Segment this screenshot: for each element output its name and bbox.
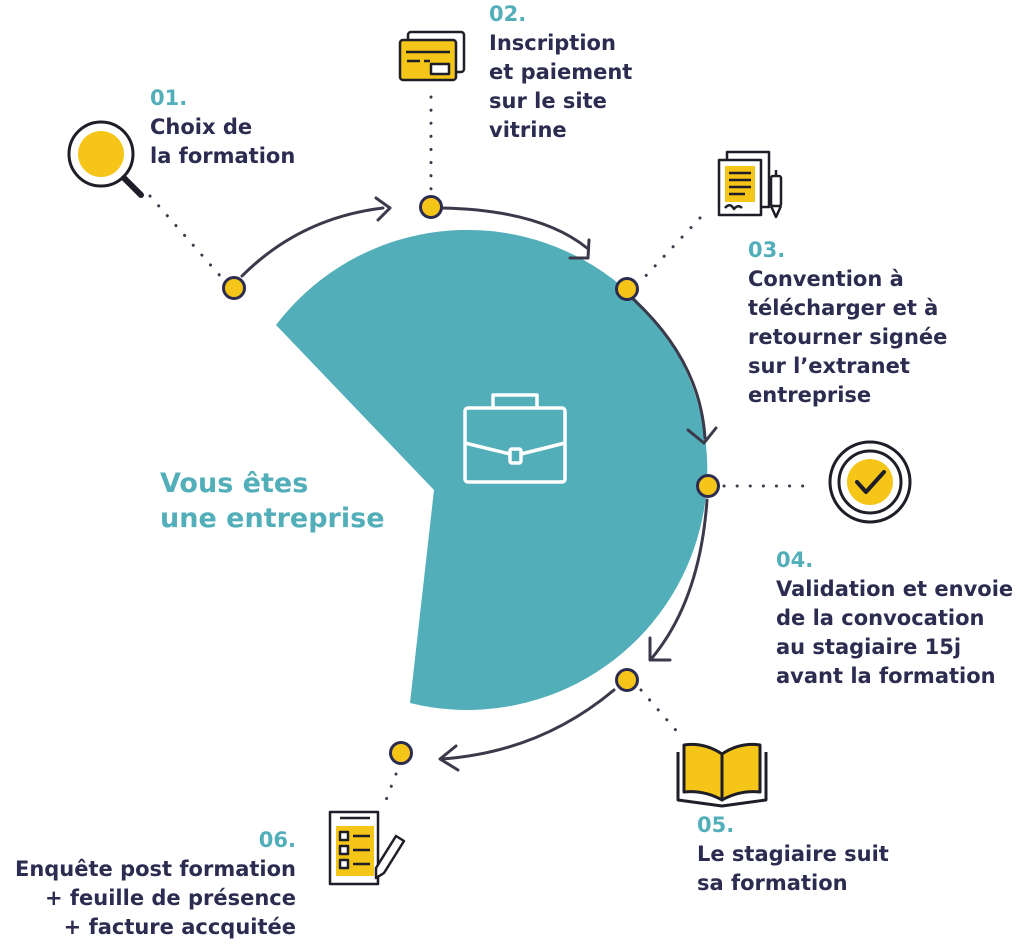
open-book-icon <box>676 742 768 808</box>
checklist-pen-icon <box>328 810 406 886</box>
magnifier-icon <box>67 120 144 198</box>
step-02-number: 02. <box>489 2 527 26</box>
step-03-number: 03. <box>748 238 786 262</box>
credit-card-icon <box>398 30 466 82</box>
node-05 <box>615 668 639 692</box>
check-badge-icon <box>828 440 912 524</box>
dotted-leaders <box>148 95 817 810</box>
node-01 <box>222 276 246 300</box>
step-06: 06. Enquête post formation + feuille de … <box>15 826 296 942</box>
step-04-label: Validation et envoie de la convocation a… <box>776 577 1014 688</box>
briefcase-icon <box>463 393 567 484</box>
step-04-number: 04. <box>776 548 814 572</box>
step-04: 04. Validation et envoie de la convocati… <box>776 546 1013 691</box>
step-01: 01. Choix de la formation <box>150 84 295 171</box>
step-02: 02. Inscription et paiement sur le site … <box>489 0 632 145</box>
step-05-label: Le stagiaire suit sa formation <box>697 842 889 895</box>
contract-pen-icon <box>717 150 783 219</box>
step-03-label: Convention à télécharger et à retourner … <box>748 267 948 407</box>
center-title: Vous êtes une entreprise <box>160 468 385 534</box>
node-02 <box>419 195 443 219</box>
step-03: 03. Convention à télécharger et à retour… <box>748 236 947 410</box>
node-03 <box>615 277 639 301</box>
step-05-number: 05. <box>697 813 735 837</box>
step-01-number: 01. <box>150 86 188 110</box>
step-02-label: Inscription et paiement sur le site vitr… <box>489 31 633 142</box>
step-05: 05. Le stagiaire suit sa formation <box>697 811 889 898</box>
node-04 <box>696 474 720 498</box>
step-06-label: Enquête post formation + feuille de prés… <box>14 857 296 939</box>
step-01-label: Choix de la formation <box>150 115 296 168</box>
step-06-number: 06. <box>258 828 296 852</box>
center-pie <box>276 229 708 710</box>
flow-arcs <box>240 196 718 772</box>
node-06 <box>389 741 413 765</box>
